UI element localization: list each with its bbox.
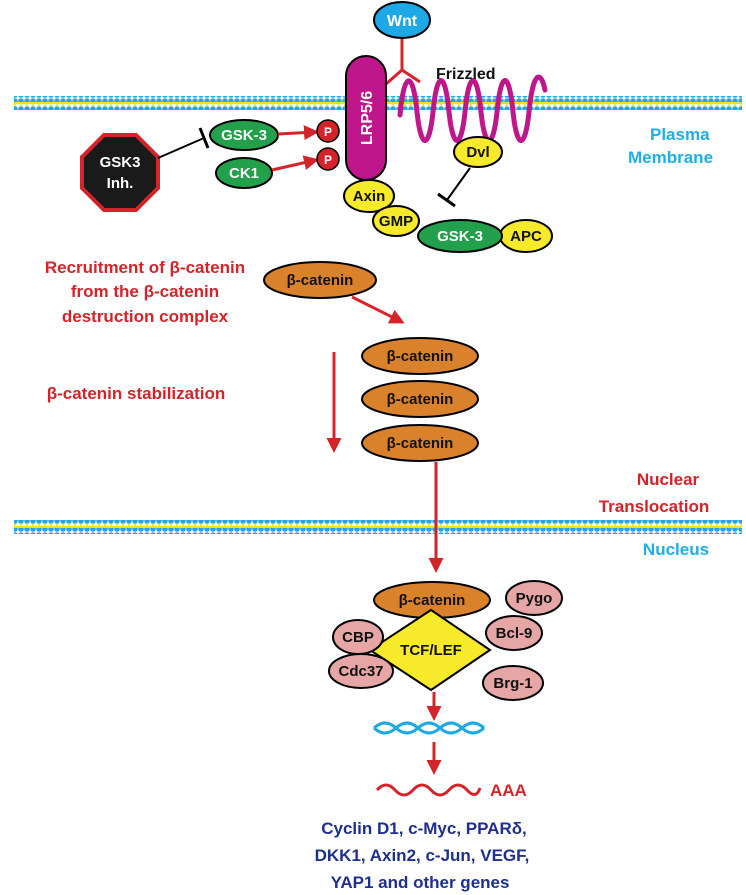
tcf-lef — [368, 608, 492, 692]
cbp-label: CBP — [342, 629, 374, 646]
bcl9 — [485, 615, 543, 651]
tcf-lef-label: TCF/LEF — [400, 642, 462, 659]
cdc37-label: Cdc37 — [338, 663, 383, 680]
beta-catenin-stable-3-label: β-catenin — [387, 435, 454, 452]
beta-catenin-stable-2-label: β-catenin — [387, 391, 454, 408]
beta-catenin-stable-3 — [361, 424, 479, 462]
dna-strand-2 — [372, 721, 486, 735]
pygo — [505, 580, 563, 616]
wnt-label: Wnt — [387, 13, 418, 30]
target-genes-line1: Cyclin D1, c-Myc, PPARδ, — [321, 819, 527, 838]
brg1-label: Brg-1 — [493, 675, 532, 692]
bcl9-label: Bcl-9 — [496, 625, 533, 642]
apc-label: APC — [510, 228, 542, 245]
wnt-branch-right — [401, 68, 421, 84]
cdc37 — [328, 653, 394, 689]
gsk3-left — [209, 119, 279, 151]
target-genes-line2: DKK1, Axin2, c-Jun, VEGF, — [315, 846, 530, 865]
translocation-line2: Translocation — [599, 497, 710, 516]
membrane-label: Membrane — [628, 148, 713, 167]
gsk3-complex — [417, 219, 503, 253]
inhibitor-bar — [198, 127, 210, 149]
beta-catenin-stable-1-label: β-catenin — [387, 348, 454, 365]
beta-catenin-stable-1 — [361, 337, 479, 375]
wnt-branch-left — [385, 68, 403, 86]
dvl-inhibition-bar — [437, 192, 456, 208]
frizzled-label: Frizzled — [436, 66, 496, 83]
gsk3-phospho-arrow — [277, 125, 319, 141]
gsk3-complex-label: GSK-3 — [437, 228, 483, 245]
gsk3-inhibitor — [80, 133, 160, 212]
dvl-label: Dvl — [466, 144, 489, 161]
plasma-label: Plasma — [650, 125, 710, 144]
nucleus-label: Nucleus — [643, 540, 709, 559]
gsk3-inhibitor-line1: GSK3 — [100, 154, 141, 171]
inhibitor-line — [157, 137, 205, 159]
recruitment-line1: Recruitment of β-catenin — [45, 258, 245, 277]
recruitment-arrow — [351, 295, 405, 324]
stabilization-label: β-catenin stabilization — [47, 384, 226, 403]
mrna-strand — [375, 783, 482, 797]
ck1-phospho-arrow — [271, 155, 319, 172]
frizzled-receptor — [397, 74, 548, 143]
wnt-ligand — [373, 1, 431, 39]
axin — [343, 179, 395, 213]
phospho-label-1: P — [324, 125, 332, 139]
target-genes-line3: YAP1 and other genes — [331, 873, 510, 892]
translocation-line1: Nuclear — [637, 470, 700, 489]
gmp — [372, 205, 420, 237]
polya-label: AAA — [490, 781, 527, 800]
dvl — [453, 136, 503, 168]
phospho-label-2: P — [324, 153, 332, 167]
beta-catenin-stable-2 — [361, 380, 479, 418]
gsk3-left-label: GSK-3 — [221, 127, 267, 144]
beta-catenin-recruited-label: β-catenin — [287, 272, 354, 289]
beta-catenin-recruited — [263, 261, 377, 299]
lrp56-label: LRP5/6 — [359, 91, 376, 145]
pygo-label: Pygo — [516, 590, 553, 607]
gsk3-inhibitor-line2: Inh. — [107, 175, 134, 192]
phospho-site-1 — [316, 119, 340, 143]
recruitment-line2: from the β-catenin — [71, 282, 219, 301]
beta-catenin-nuclear-label: β-catenin — [399, 592, 466, 609]
phospho-site-2 — [316, 147, 340, 171]
dna-strand-1 — [372, 721, 486, 735]
brg1 — [482, 665, 544, 701]
dvl-inhibition-line — [446, 167, 471, 201]
gmp-label: GMP — [379, 213, 413, 230]
ck1-label: CK1 — [229, 165, 259, 182]
axin-label: Axin — [353, 188, 386, 205]
recruitment-line3: destruction complex — [62, 307, 229, 326]
ck1 — [215, 157, 273, 189]
